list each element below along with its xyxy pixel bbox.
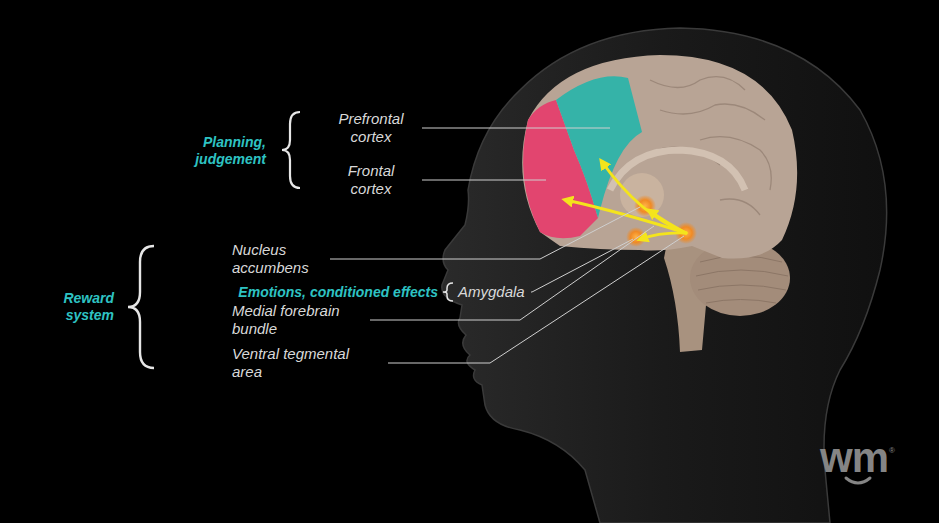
part-label: Nucleus accumbens [232, 241, 324, 277]
part-label: Ventral tegmental area [232, 345, 382, 381]
leader-line [422, 180, 546, 181]
leader-line [330, 207, 640, 259]
watermark-registered: ® [889, 446, 895, 455]
watermark: wm [820, 436, 888, 480]
group-label: Planning, judgement [156, 134, 266, 168]
cerebrum [522, 55, 797, 259]
thalamus [620, 173, 664, 217]
group-label: Emotions, conditioned effects [238, 284, 438, 301]
bracket [128, 246, 154, 368]
part-label: Frontal cortex [326, 162, 416, 198]
head-silhouette [442, 28, 887, 523]
dopamine-pathway [566, 162, 686, 239]
leader-line [370, 226, 654, 320]
cerebellum-folds [696, 256, 788, 303]
leader-line [531, 239, 633, 292]
leader-line [422, 128, 610, 129]
group-label: Reward system [34, 290, 114, 324]
bracket [282, 112, 300, 188]
brain-gyri [650, 77, 771, 215]
part-label: Prefrontal cortex [326, 110, 416, 146]
part-label: Amygdala [458, 283, 525, 301]
bracket [443, 283, 453, 301]
part-label: Medial forebrain bundle [232, 302, 364, 338]
